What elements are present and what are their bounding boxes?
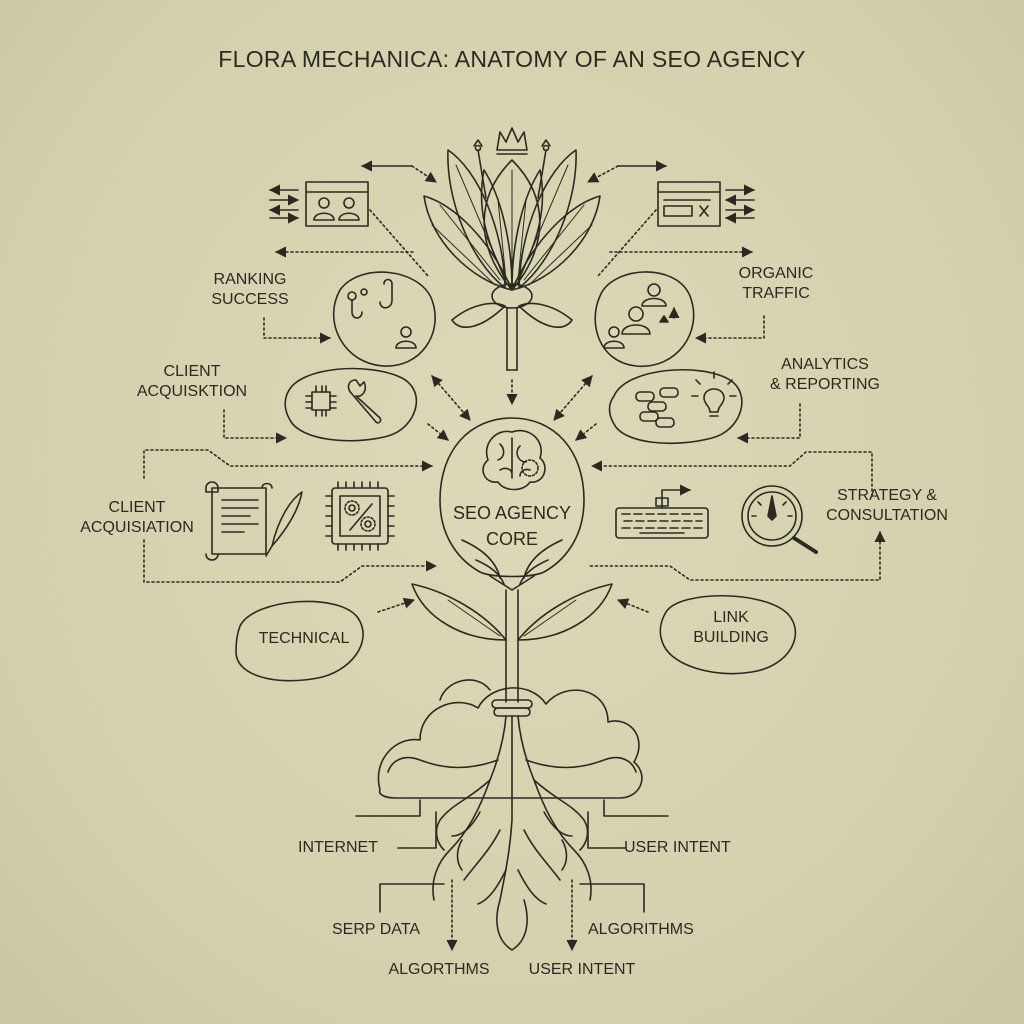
label-client-acquisition-upper: CLIENT ACQUISKTION xyxy=(132,362,252,402)
label-algorithms-bottom: ALGORTHMS xyxy=(388,961,490,978)
plant-stem xyxy=(412,584,612,716)
label-strategy-consultation: STRATEGY & CONSULTATION xyxy=(822,486,952,526)
label-line: ANALYTICS xyxy=(781,356,869,373)
label-line: ORGANIC xyxy=(738,265,814,282)
ranking-pod xyxy=(334,272,435,366)
label-algorithms-right: ALGORITHMS xyxy=(588,921,694,938)
label-line: & REPORTING xyxy=(770,376,880,393)
link-building-pod xyxy=(660,596,795,674)
analytics-pod xyxy=(610,370,742,444)
label-line: ACQUISIATION xyxy=(80,519,194,536)
label-line: CLIENT xyxy=(108,499,166,516)
label-user-intent-right: USER INTENT xyxy=(624,839,731,856)
label-serp-data: SERP DATA xyxy=(332,921,421,938)
acquisition-pod xyxy=(285,369,416,441)
content-window-icon xyxy=(658,182,720,226)
label-client-acquisition-lower: CLIENT ACQUISIATION xyxy=(72,498,202,538)
core-line-2: CORE xyxy=(485,529,538,549)
roots xyxy=(388,716,636,950)
brain-gear-icon xyxy=(483,431,545,490)
label-link-building: LINK BUILDING xyxy=(676,608,786,648)
crown-icon xyxy=(474,128,550,154)
users-window-icon xyxy=(306,182,368,226)
label-line: BUILDING xyxy=(693,629,769,646)
label-technical: TECHNICAL xyxy=(258,630,350,647)
label-line: RANKING xyxy=(213,271,287,288)
swap-arrows-icon xyxy=(268,184,300,224)
core-line-1: SEO AGENCY xyxy=(452,503,572,523)
swap-arrows-right-icon xyxy=(724,184,756,224)
label-line: TRAFFIC xyxy=(742,285,810,302)
label-line: CLIENT xyxy=(163,363,221,380)
label-line: LINK xyxy=(713,609,749,626)
lotus-flower xyxy=(424,146,600,371)
scroll-quill-icon xyxy=(206,482,302,560)
label-line: SUCCESS xyxy=(211,291,289,308)
seo-core-bulb xyxy=(440,418,584,590)
organic-traffic-pod xyxy=(595,272,693,366)
label-line: CONSULTATION xyxy=(826,507,948,524)
core-label: SEO AGENCY CORE xyxy=(440,500,584,552)
technical-pod xyxy=(236,601,363,680)
cloud-shape xyxy=(378,680,642,798)
diagram-title: FLORA MECHANICA: ANATOMY OF AN SEO AGENC… xyxy=(218,46,806,72)
keyboard-icon xyxy=(616,484,708,538)
label-organic-traffic: ORGANIC TRAFFIC xyxy=(726,264,826,304)
gauge-magnifier-icon xyxy=(742,486,816,552)
label-line: STRATEGY & xyxy=(837,487,937,504)
label-internet: INTERNET xyxy=(298,839,378,856)
label-line: ACQUISKTION xyxy=(136,383,248,400)
label-analytics-reporting: ANALYTICS & REPORTING xyxy=(762,355,888,395)
circuit-gears-icon xyxy=(326,482,394,550)
label-user-intent-bottom: USER INTENT xyxy=(528,961,636,978)
label-ranking-success: RANKING SUCCESS xyxy=(200,270,300,310)
